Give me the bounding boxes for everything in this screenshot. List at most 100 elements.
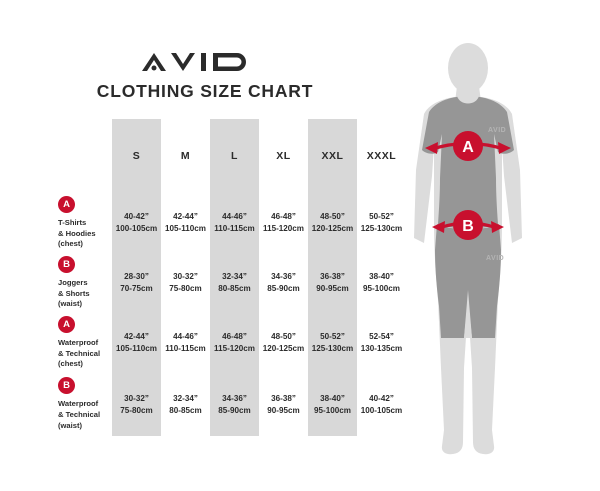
waist-marker-b: B [453, 210, 483, 240]
column-header-xxxl: XXXL [366, 150, 397, 162]
cell-cm: 125-130cm [311, 344, 354, 353]
cell-cm: 90-95cm [316, 284, 349, 293]
cell-inches: 34-36” [271, 272, 296, 282]
header: CLOTHING SIZE CHART [0, 48, 410, 102]
row-label-text: T-Shirts & Hoodies (chest) [58, 217, 96, 249]
table-cell: 44-46” 110-115cm [210, 193, 259, 253]
cell-cm: 80-85cm [169, 405, 202, 415]
cell-cm: 100-105cm [360, 405, 403, 415]
cell-inches: 40-42” [124, 212, 149, 222]
table-cell: 42-44” 105-110cm [161, 193, 210, 253]
table-cell: 42-44” 105-110cm [112, 313, 161, 373]
chest-marker-label: A [462, 139, 474, 156]
cell-inches: 42-44” [173, 212, 198, 222]
measurement-figure: AVID AVID A B [414, 43, 522, 455]
shirt-avid-logo-icon: AVID [488, 127, 506, 134]
row-label-tshirts-hoodies: A T-Shirts & Hoodies (chest) [58, 193, 112, 253]
table-cell: 30-32” 75-80cm [112, 373, 161, 436]
cell-cm: 75-80cm [120, 405, 153, 415]
table-cell: 50-52” 125-130cm [308, 313, 357, 373]
cell-cm: 105-110cm [116, 344, 157, 353]
cell-cm: 90-95cm [267, 405, 300, 415]
table-cell: 40-42” 100-105cm [112, 193, 161, 253]
cell-cm: 85-90cm [267, 284, 300, 293]
column-band-l [210, 119, 259, 436]
size-table: S M L XL XXL XXXL A T-Shirts & Hoodies (… [58, 119, 406, 436]
column-band-xxl [308, 119, 357, 436]
size-table-grid: S M L XL XXL XXXL A T-Shirts & Hoodies (… [58, 119, 406, 436]
row-marker-a-icon: A [58, 195, 75, 213]
table-cell: 50-52” 125-130cm [357, 193, 406, 253]
row-marker-a-icon: A [58, 315, 75, 333]
row-label-text: Waterproof & Technical (chest) [58, 337, 101, 369]
cell-cm: 110-115cm [214, 224, 255, 233]
cell-inches: 34-36” [222, 393, 247, 403]
cell-inches: 48-50” [271, 332, 296, 342]
avid-wordmark-logo [142, 53, 246, 71]
column-band-s [112, 119, 161, 436]
table-cell: 38-40” 95-100cm [308, 373, 357, 436]
cell-cm: 95-100cm [363, 284, 400, 293]
cell-inches: 32-34” [222, 272, 247, 282]
cell-cm: 115-120cm [263, 224, 304, 233]
page-title: CLOTHING SIZE CHART [96, 81, 314, 101]
cell-inches: 48-50” [320, 212, 345, 222]
table-cell: 48-50” 120-125cm [259, 313, 308, 373]
cell-cm: 120-125cm [262, 344, 305, 353]
cell-cm: 105-110cm [165, 224, 206, 233]
cell-cm: 75-80cm [169, 284, 202, 293]
table-cell: 28-30” 70-75cm [112, 253, 161, 313]
table-cell: 36-38” 90-95cm [259, 373, 308, 436]
table-cell: 52-54” 130-135cm [357, 313, 406, 373]
table-cell: 30-32” 75-80cm [161, 253, 210, 313]
column-header-l: L [231, 150, 238, 162]
cell-cm: 70-75cm [120, 284, 153, 293]
cell-inches: 30-32” [173, 272, 198, 282]
row-marker-b-icon: B [58, 255, 75, 273]
row-label-joggers-shorts: B Joggers & Shorts (waist) [58, 253, 112, 313]
table-corner-cell [58, 119, 112, 193]
cell-inches: 50-52” [320, 332, 345, 342]
cell-cm: 130-135cm [360, 344, 403, 353]
cell-inches: 52-54” [369, 332, 394, 342]
row-marker-b-icon: B [58, 377, 75, 395]
cell-cm: 85-90cm [218, 405, 251, 415]
shorts-garment: AVID [435, 224, 504, 338]
cell-inches: 44-46” [173, 332, 198, 342]
cell-inches: 28-30” [124, 272, 149, 282]
cell-inches: 38-40” [369, 272, 394, 282]
cell-cm: 120-125cm [311, 224, 354, 233]
column-header-m: M [180, 150, 191, 162]
cell-inches: 32-34” [173, 393, 198, 403]
cell-inches: 44-46” [222, 212, 247, 222]
cell-inches: 46-48” [222, 332, 247, 342]
table-cell: 34-36” 85-90cm [259, 253, 308, 313]
cell-inches: 50-52” [369, 212, 394, 222]
cell-inches: 36-38” [271, 393, 296, 403]
cell-inches: 42-44” [124, 332, 149, 342]
cell-inches: 30-32” [124, 393, 149, 403]
table-cell: 32-34” 80-85cm [161, 373, 210, 436]
cell-cm: 125-130cm [360, 224, 403, 233]
cell-cm: 100-105cm [115, 224, 158, 233]
tshirt-garment: AVID [422, 95, 514, 229]
row-label-waterproof-technical-waist: B Waterproof & Technical (waist) [58, 373, 112, 436]
table-cell: 34-36” 85-90cm [210, 373, 259, 436]
column-header-xxl: XXL [321, 150, 344, 162]
row-label-text: Joggers & Shorts (waist) [58, 277, 90, 309]
table-cell: 48-50” 120-125cm [308, 193, 357, 253]
chest-marker-a: A [453, 131, 483, 161]
waist-marker-label: B [462, 218, 474, 235]
cell-inches: 40-42” [369, 393, 394, 403]
cell-cm: 115-120cm [214, 344, 255, 353]
table-cell: 46-48” 115-120cm [259, 193, 308, 253]
cell-inches: 36-38” [320, 272, 345, 282]
table-cell: 36-38” 90-95cm [308, 253, 357, 313]
table-cell: 38-40” 95-100cm [357, 253, 406, 313]
table-cell: 46-48” 115-120cm [210, 313, 259, 373]
table-cell: 32-34” 80-85cm [210, 253, 259, 313]
row-label-text: Waterproof & Technical (waist) [58, 399, 101, 430]
table-cell: 40-42” 100-105cm [357, 373, 406, 436]
column-header-s: S [132, 150, 141, 162]
